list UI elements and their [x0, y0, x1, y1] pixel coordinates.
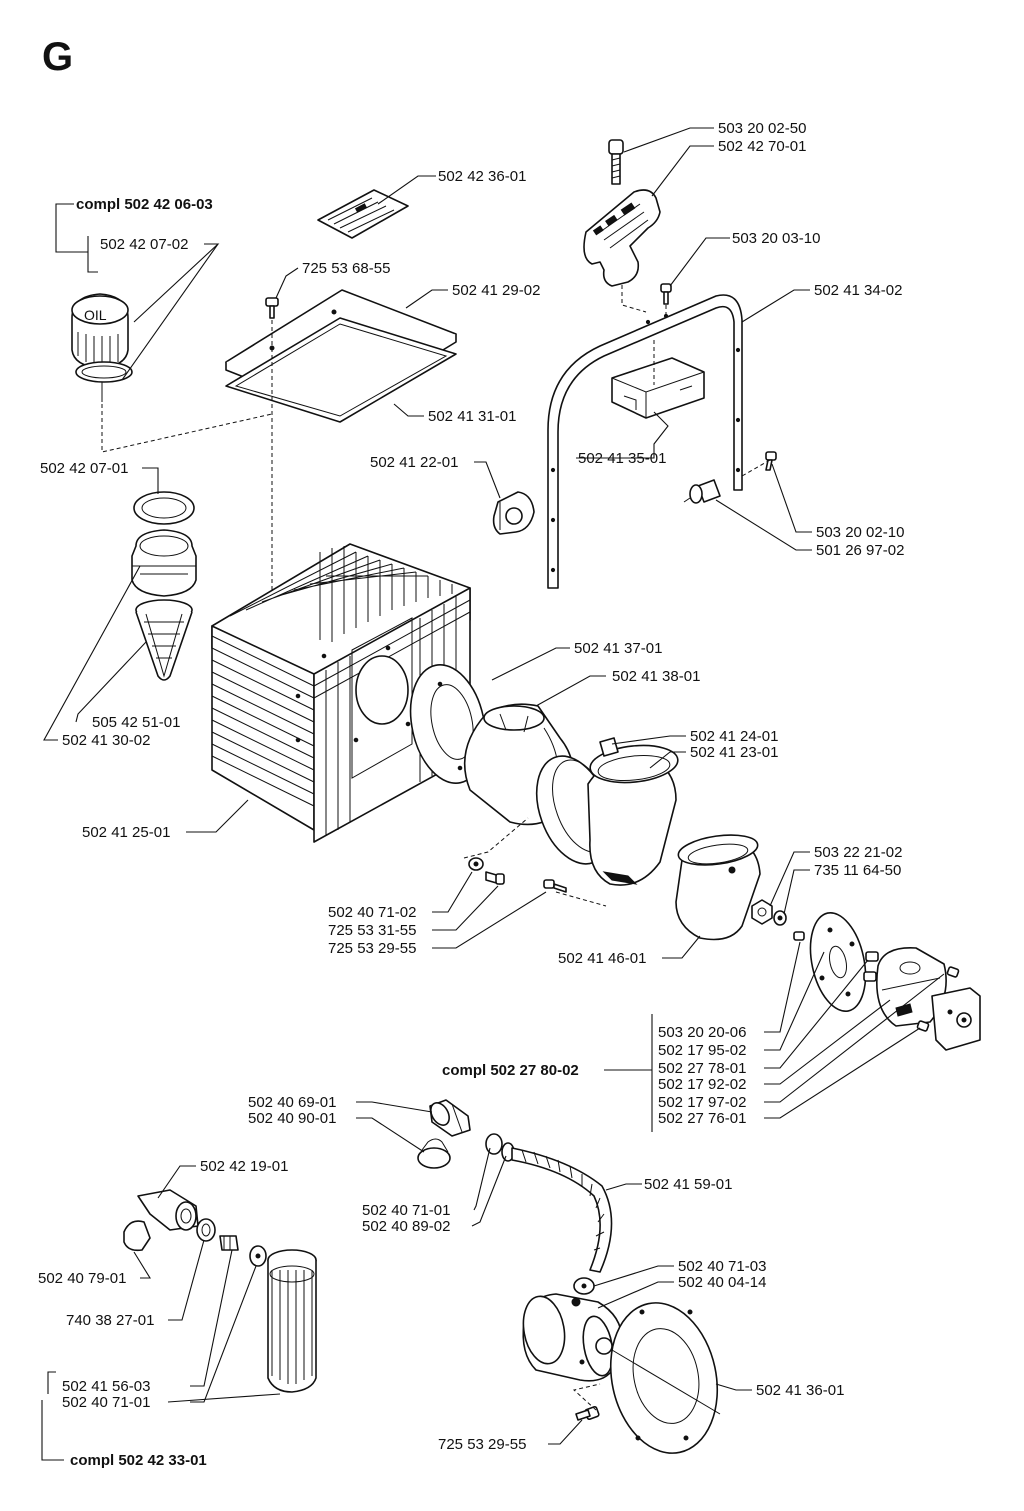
handle-grip [583, 189, 661, 287]
filler-neck [131, 529, 197, 597]
label-502-42-36-01: 502 42 36-01 [438, 168, 526, 185]
label-735-11-64-50: 735 11 64-50 [814, 862, 901, 879]
label-502-41-23-01: 502 41 23-01 [690, 744, 778, 761]
suction-nipple [137, 1189, 199, 1231]
tubular-frame [547, 294, 743, 589]
hose-washer [485, 1133, 515, 1162]
label-502-17-95-02: 502 17 95-02 [658, 1042, 746, 1059]
oil-cap: OIL [71, 293, 133, 402]
gasket [225, 317, 457, 423]
plate-screw [265, 297, 279, 319]
label-502-41-38-01: 502 41 38-01 [612, 668, 700, 685]
label-502-40-89-02: 502 40 89-02 [362, 1218, 450, 1235]
hydraulic-tank [211, 543, 471, 843]
section-letter: G [42, 35, 73, 79]
label-502-27-78-01: 502 27 78-01 [658, 1060, 746, 1077]
label-502-17-97-02: 502 17 97-02 [658, 1094, 746, 1111]
label-compl-502-42-06-03: compl 502 42 06-03 [76, 196, 213, 213]
label-505-42-51-01: 505 42 51-01 [92, 714, 180, 731]
label-503-20-03-10: 503 20 03-10 [732, 230, 820, 247]
label-502-41-37-01: 502 41 37-01 [574, 640, 662, 657]
label-502-42-07-02: 502 42 07-02 [100, 236, 188, 253]
hydraulic-hose [511, 1147, 613, 1273]
label-502-41-36-01: 502 41 36-01 [756, 1382, 844, 1399]
label-502-40-69-01: 502 40 69-01 [248, 1094, 336, 1111]
filler-seal [133, 491, 195, 525]
label-725-53-68-55: 725 53 68-55 [302, 260, 390, 277]
label-503-20-02-50: 503 20 02-50 [718, 120, 806, 137]
protection-cap [417, 1138, 451, 1169]
motor-screw [575, 1406, 600, 1421]
label-502-40-90-01: 502 40 90-01 [248, 1110, 336, 1127]
label-502-40-79-01: 502 40 79-01 [38, 1270, 126, 1287]
label-502-41-59-01: 502 41 59-01 [644, 1176, 732, 1193]
coupling-hub-plate [809, 911, 867, 1013]
label-725-53-29-55-b: 725 53 29-55 [438, 1436, 526, 1453]
label-502-40-71-02: 502 40 71-02 [328, 904, 416, 921]
grease-nipple [599, 737, 619, 757]
oil-cap-text: OIL [84, 307, 107, 323]
label-503-22-21-02: 503 22 21-02 [814, 844, 902, 861]
dust-cap [123, 1220, 151, 1252]
label-502-40-71-01-a: 502 40 71-01 [362, 1202, 450, 1219]
elastic-spider [876, 947, 947, 1027]
label-740-38-27-01: 740 38 27-01 [66, 1312, 154, 1329]
hose-clip [492, 491, 535, 535]
filler-strainer [135, 599, 193, 681]
label-501-26-97-02: 501 26 97-02 [816, 542, 904, 559]
filter-washer [196, 1218, 216, 1242]
filter-washer-2 [249, 1245, 267, 1267]
hex-nut [751, 899, 773, 925]
coupling-pins [793, 931, 879, 982]
coupling-sleeve [587, 744, 679, 886]
bell-housing [675, 834, 761, 941]
label-502-41-35-01: 502 41 35-01 [578, 450, 666, 467]
filter-screw [219, 1235, 239, 1251]
label-725-53-31-55: 725 53 31-55 [328, 922, 416, 939]
hose-fitting-69-01 [429, 1099, 471, 1137]
label-compl-502-42-33-01: compl 502 42 33-01 [70, 1452, 207, 1469]
washer-nut-71-02 [468, 857, 505, 885]
label-502-40-04-14: 502 40 04-14 [678, 1274, 766, 1291]
oil-decal [317, 189, 409, 239]
label-502-42-70-01: 502 42 70-01 [718, 138, 806, 155]
handle-screw [608, 139, 624, 185]
label-725-53-29-55-a: 725 53 29-55 [328, 940, 416, 957]
label-502-42-19-01: 502 42 19-01 [200, 1158, 288, 1175]
label-502-40-71-03: 502 40 71-03 [678, 1258, 766, 1275]
label-502-41-46-01: 502 41 46-01 [558, 950, 646, 967]
frame-bracket [611, 357, 705, 419]
label-502-41-31-01: 502 41 31-01 [428, 408, 516, 425]
motor-flange [609, 1302, 719, 1454]
label-compl-502-27-80-02: compl 502 27 80-02 [442, 1062, 579, 1079]
label-503-20-02-10: 503 20 02-10 [816, 524, 904, 541]
leader-lines [41, 127, 945, 1461]
hydraulic-motor [522, 1293, 623, 1382]
label-502-41-25-01: 502 41 25-01 [82, 824, 170, 841]
label-502-17-92-02: 502 17 92-02 [658, 1076, 746, 1093]
label-502-41-34-02: 502 41 34-02 [814, 282, 902, 299]
label-502-41-30-02: 502 41 30-02 [62, 732, 150, 749]
frame-bolt [765, 451, 777, 471]
label-502-40-71-01-b: 502 40 71-01 [62, 1394, 150, 1411]
label-502-41-24-01: 502 41 24-01 [690, 728, 778, 745]
label-502-41-56-03: 502 41 56-03 [62, 1378, 150, 1395]
label-502-27-76-01: 502 27 76-01 [658, 1110, 746, 1127]
coupling-jaw [931, 987, 981, 1051]
frame-fitting [683, 479, 721, 504]
part-labels: 503 20 02-50 502 42 70-01 502 42 36-01 c… [38, 120, 904, 1469]
label-502-41-22-01: 502 41 22-01 [370, 454, 458, 471]
frame-screw [660, 283, 672, 305]
hose-washer-71-03 [573, 1277, 595, 1295]
flat-washer [773, 910, 787, 926]
label-502-41-29-02: 502 41 29-02 [452, 282, 540, 299]
suction-filter [267, 1249, 317, 1393]
bolt-29-55-top [543, 879, 567, 893]
label-503-20-20-06: 503 20 20-06 [658, 1024, 746, 1041]
label-502-42-07-01: 502 42 07-01 [40, 460, 128, 477]
